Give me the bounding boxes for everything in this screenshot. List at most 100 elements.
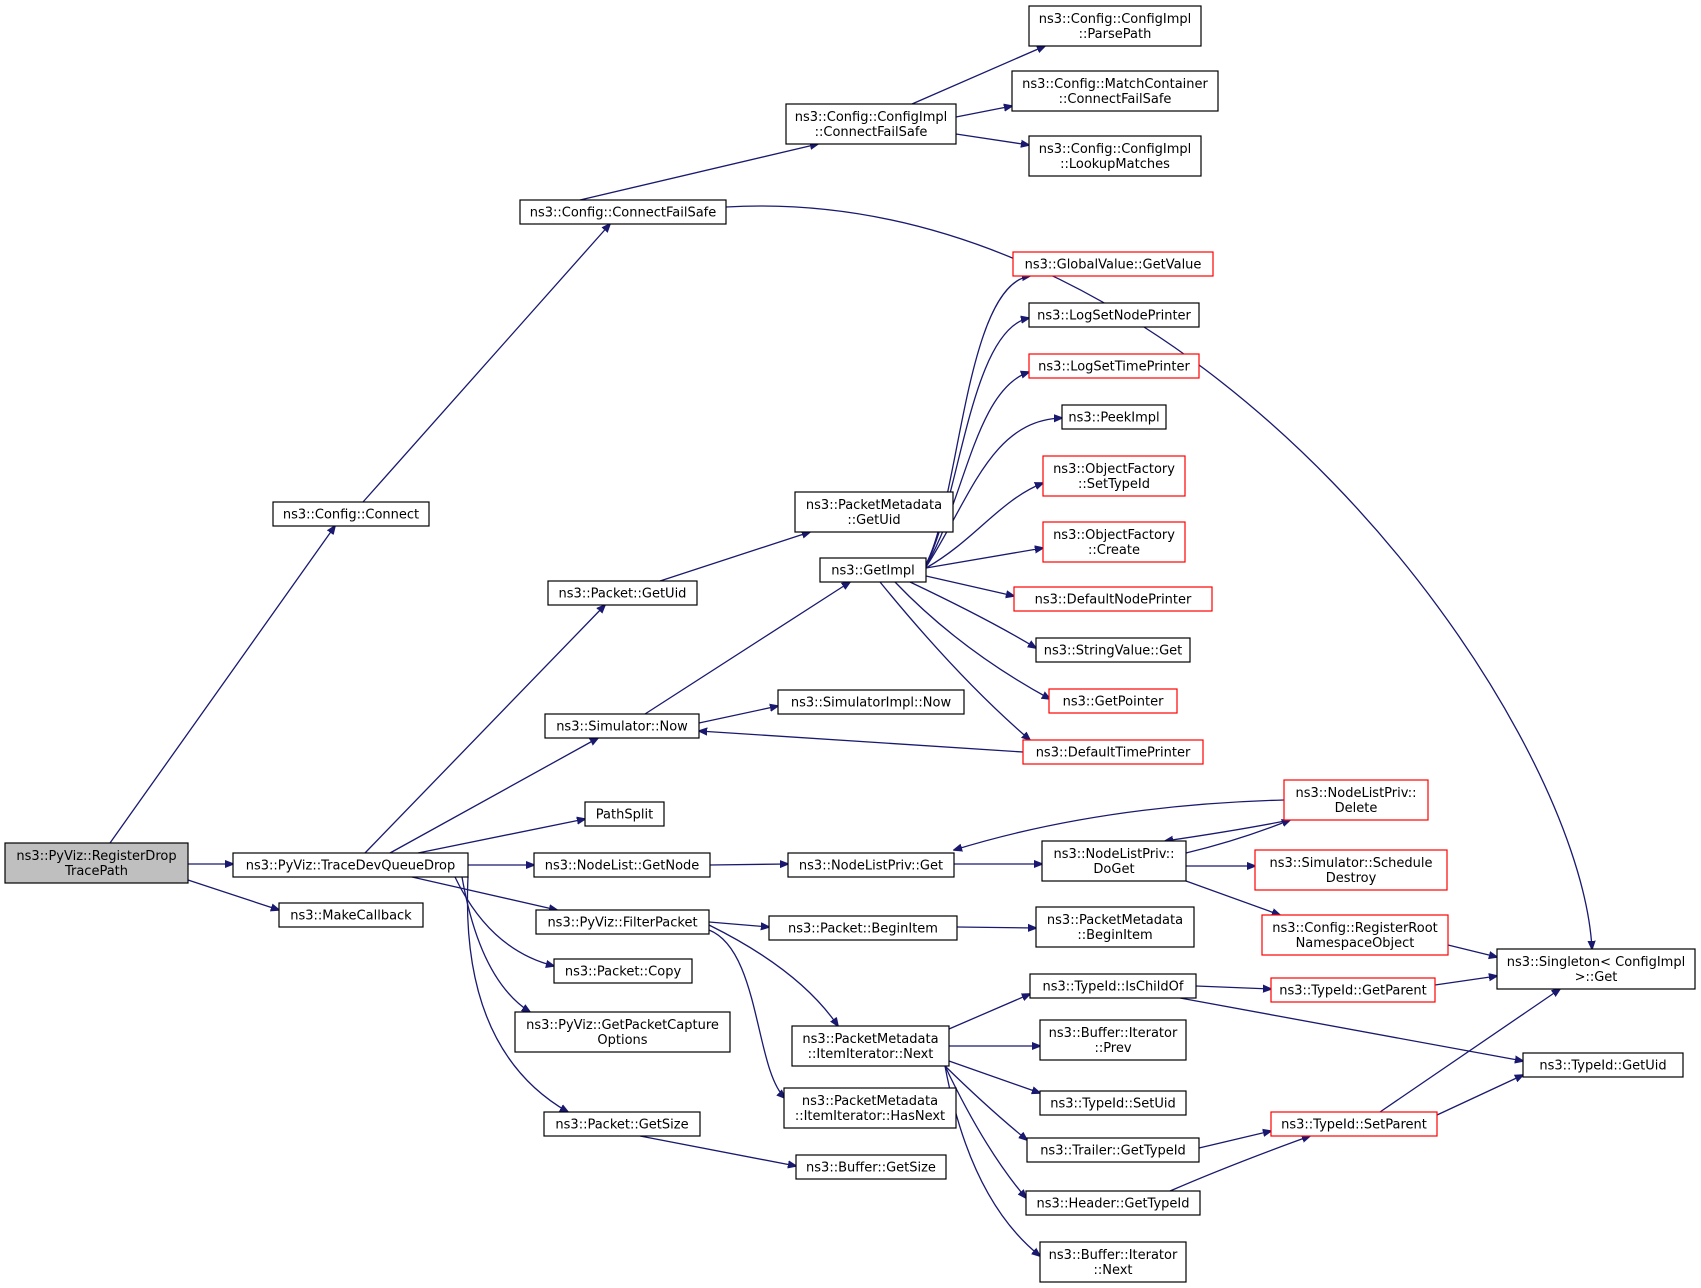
edge-typeid_getparent-to-singleton_get (1434, 976, 1497, 986)
node-pm_beginitem[interactable]: ns3::PacketMetadata::BeginItem (1035, 906, 1195, 948)
node-label: ns3::DefaultTimePrinter (1036, 746, 1191, 761)
edge-packet_beginitem-to-pm_beginitem (956, 927, 1036, 928)
node-pm_ii_hasnext[interactable]: ns3::PacketMetadata::ItemIterator::HasNe… (783, 1087, 957, 1129)
node-label: ns3::Packet::BeginItem (788, 922, 938, 937)
node-box (1035, 637, 1191, 663)
node-box (1028, 135, 1202, 177)
node-label: ns3::Header::GetTypeId (1036, 1197, 1189, 1212)
node-filterpacket[interactable]: ns3::PyViz::FilterPacket (535, 909, 710, 935)
node-box (783, 1087, 957, 1129)
node-box (544, 713, 700, 739)
node-pathsplit[interactable]: PathSplit (584, 801, 665, 827)
node-label: ::ConnectFailSafe (1059, 92, 1172, 107)
node-label: DoGet (1093, 862, 1134, 877)
node-label: ns3::NodeListPriv::Get (799, 859, 943, 874)
node-singleton_get[interactable]: ns3::Singleton< ConfigImpl>::Get (1496, 948, 1696, 990)
node-label: ns3::TypeId::SetParent (1281, 1118, 1427, 1133)
node-label: NamespaceObject (1296, 936, 1415, 951)
node-box (1011, 70, 1219, 112)
node-label: ::Create (1088, 543, 1140, 558)
node-label: ns3::GetPointer (1063, 695, 1164, 710)
node-label: ns3::GetImpl (831, 564, 915, 579)
node-nlp_doget[interactable]: ns3::NodeListPriv::DoGet (1041, 840, 1187, 882)
node-box (768, 915, 958, 941)
node-parsepath[interactable]: ns3::Config::ConfigImpl::ParsePath (1028, 5, 1202, 47)
node-label: ns3::Simulator::Now (556, 720, 688, 735)
node-of_create[interactable]: ns3::ObjectFactory::Create (1042, 521, 1186, 563)
node-stringvalue_get[interactable]: ns3::StringValue::Get (1035, 637, 1191, 663)
node-box (1270, 1111, 1438, 1137)
node-label: ns3::Buffer::GetSize (806, 1161, 936, 1176)
node-box (791, 1025, 950, 1067)
node-packet_beginitem[interactable]: ns3::Packet::BeginItem (768, 915, 958, 941)
node-box (819, 557, 927, 583)
node-typeid_setparent[interactable]: ns3::TypeId::SetParent (1270, 1111, 1438, 1137)
node-label: ns3::Packet::GetSize (555, 1118, 688, 1133)
node-getpointer[interactable]: ns3::GetPointer (1048, 688, 1178, 714)
node-lognodeprinter[interactable]: ns3::LogSetNodePrinter (1028, 302, 1200, 328)
node-pm_ii_next[interactable]: ns3::PacketMetadata::ItemIterator::Next (791, 1025, 950, 1067)
edge-cfgimpl_cfs-to-mc_cfs (955, 106, 1012, 118)
node-label: ns3::SimulatorImpl::Now (791, 696, 952, 711)
edge-filterpacket-to-pm_ii_hasnext (708, 929, 785, 1098)
edge-pm_ii_next-to-typeid_ischildof (948, 994, 1030, 1030)
edge-nlp_doget-to-nlp_delete (1185, 820, 1290, 854)
edge-register-to-config_connect (109, 526, 335, 844)
node-label: ::LookupMatches (1060, 157, 1170, 172)
node-label: ns3::Trailer::GetTypeId (1040, 1144, 1186, 1159)
edge-trailer_gettypeid-to-typeid_setparent (1198, 1131, 1271, 1149)
node-buffer_iter_next[interactable]: ns3::Buffer::Iterator::Next (1039, 1241, 1187, 1283)
node-config_connect[interactable]: ns3::Config::Connect (272, 501, 430, 527)
node-trace_dev[interactable]: ns3::PyViz::TraceDevQueueDrop (232, 852, 469, 878)
node-typeid_setuid[interactable]: ns3::TypeId::SetUid (1039, 1090, 1187, 1116)
node-typeid_ischildof[interactable]: ns3::TypeId::IsChildOf (1029, 973, 1197, 999)
node-simimpl_now[interactable]: ns3::SimulatorImpl::Now (777, 689, 965, 715)
node-box (1035, 906, 1195, 948)
node-header_gettypeid[interactable]: ns3::Header::GetTypeId (1025, 1190, 1201, 1216)
node-box (777, 689, 965, 715)
node-box (1013, 586, 1213, 612)
node-packet_copy[interactable]: ns3::Packet::Copy (553, 958, 693, 984)
node-label: ns3::LogSetNodePrinter (1037, 309, 1191, 324)
node-nodelist_getnode[interactable]: ns3::NodeList::GetNode (533, 852, 711, 878)
node-packet_getsize[interactable]: ns3::Packet::GetSize (543, 1111, 701, 1137)
node-mc_cfs[interactable]: ns3::Config::MatchContainer::ConnectFail… (1011, 70, 1219, 112)
node-defnodeprinter[interactable]: ns3::DefaultNodePrinter (1013, 586, 1213, 612)
node-make_callback[interactable]: ns3::MakeCallback (278, 902, 424, 928)
node-box (1039, 1090, 1187, 1116)
node-lookup[interactable]: ns3::Config::ConfigImpl::LookupMatches (1028, 135, 1202, 177)
edge-typeid_ischildof-to-typeid_getuid (1179, 997, 1523, 1061)
node-label: ::Prev (1094, 1041, 1131, 1056)
node-config_cfs[interactable]: ns3::Config::ConnectFailSafe (519, 199, 727, 225)
node-of_settypeid[interactable]: ns3::ObjectFactory::SetTypeId (1042, 455, 1186, 497)
node-box (1025, 1190, 1201, 1216)
node-sim_now[interactable]: ns3::Simulator::Now (544, 713, 700, 739)
edge-trace_dev-to-pathsplit (417, 819, 585, 854)
node-pm_getuid[interactable]: ns3::PacketMetadata::GetUid (794, 491, 954, 533)
node-nlp_get[interactable]: ns3::NodeListPriv::Get (787, 852, 955, 878)
node-label: ns3::TypeId::GetParent (1279, 984, 1427, 999)
node-trailer_gettypeid[interactable]: ns3::Trailer::GetTypeId (1026, 1137, 1200, 1163)
node-gv_getvalue[interactable]: ns3::GlobalValue::GetValue (1012, 251, 1214, 277)
edge-getimpl-to-stringvalue_get (909, 581, 1036, 648)
node-getimpl[interactable]: ns3::GetImpl (819, 557, 927, 583)
node-label: ns3::LogSetTimePrinter (1038, 360, 1190, 375)
node-nlp_delete[interactable]: ns3::NodeListPriv::Delete (1283, 779, 1429, 821)
node-typeid_getuid[interactable]: ns3::TypeId::GetUid (1522, 1052, 1684, 1078)
node-buffer_iter_prev[interactable]: ns3::Buffer::Iterator::Prev (1039, 1019, 1187, 1061)
node-buffer_getsize[interactable]: ns3::Buffer::GetSize (795, 1154, 947, 1180)
node-peekimpl[interactable]: ns3::PeekImpl (1061, 404, 1167, 430)
node-cfgimpl_cfs[interactable]: ns3::Config::ConfigImpl::ConnectFailSafe (785, 103, 957, 145)
node-deftimeprinter[interactable]: ns3::DefaultTimePrinter (1022, 739, 1204, 765)
node-label: ::ConnectFailSafe (815, 125, 928, 140)
node-logtimeprinter[interactable]: ns3::LogSetTimePrinter (1028, 353, 1200, 379)
node-box (1012, 251, 1214, 277)
edge-getimpl-to-defnodeprinter (925, 575, 1014, 596)
node-packet_getuid[interactable]: ns3::Packet::GetUid (547, 580, 698, 606)
node-typeid_getparent[interactable]: ns3::TypeId::GetParent (1270, 977, 1436, 1003)
edge-filterpacket-to-pm_ii_next (708, 924, 838, 1026)
